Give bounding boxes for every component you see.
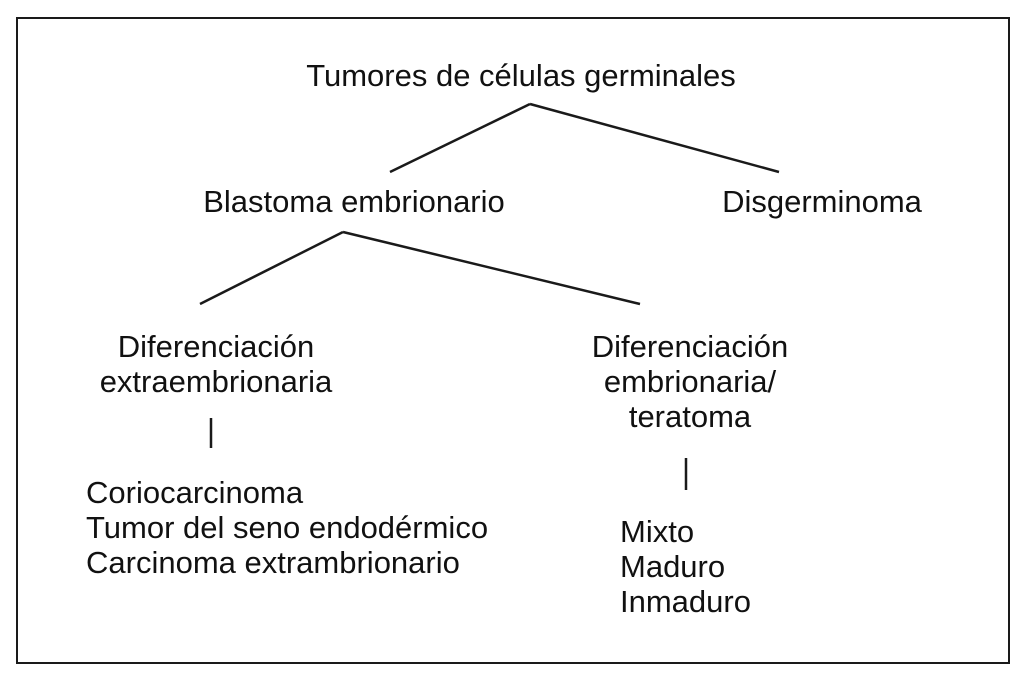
extraembrionaria-children-list: Coriocarcinoma Tumor del seno endodérmic… xyxy=(86,475,488,580)
list-item: Carcinoma extrambrionario xyxy=(86,545,460,580)
extraembrionaria-line-2: extraembrionaria xyxy=(99,364,333,399)
embrionaria-line-3: teratoma xyxy=(628,399,752,434)
edge-root-blastoma xyxy=(389,102,531,174)
extraembrionaria-line-1: Diferenciación xyxy=(117,329,315,364)
edge-blastoma-embrionaria xyxy=(342,230,641,306)
list-item: Inmaduro xyxy=(620,584,751,619)
diferenciacion-embrionaria-label: Diferenciación embrionaria/ teratoma xyxy=(592,329,788,434)
embrionaria-children-list: Mixto Maduro Inmaduro xyxy=(620,514,751,619)
edge-root-disgerminoma xyxy=(529,102,780,174)
list-item: Coriocarcinoma xyxy=(86,475,304,510)
diferenciacion-extraembrionaria-label: Diferenciación extraembrionaria xyxy=(100,329,333,399)
disgerminoma-label: Disgerminoma xyxy=(722,184,922,219)
list-item: Mixto xyxy=(620,514,695,549)
blastoma-embrionario-label: Blastoma embrionario xyxy=(203,184,505,219)
embrionaria-line-1: Diferenciación xyxy=(591,329,789,364)
root-node-label: Tumores de células germinales xyxy=(306,58,736,93)
edge-blastoma-extraembrionaria xyxy=(199,230,344,306)
embrionaria-line-2: embrionaria/ xyxy=(603,364,777,399)
list-item: Tumor del seno endodérmico xyxy=(86,510,489,545)
diagram-frame xyxy=(16,17,1010,664)
list-item: Maduro xyxy=(620,549,726,584)
